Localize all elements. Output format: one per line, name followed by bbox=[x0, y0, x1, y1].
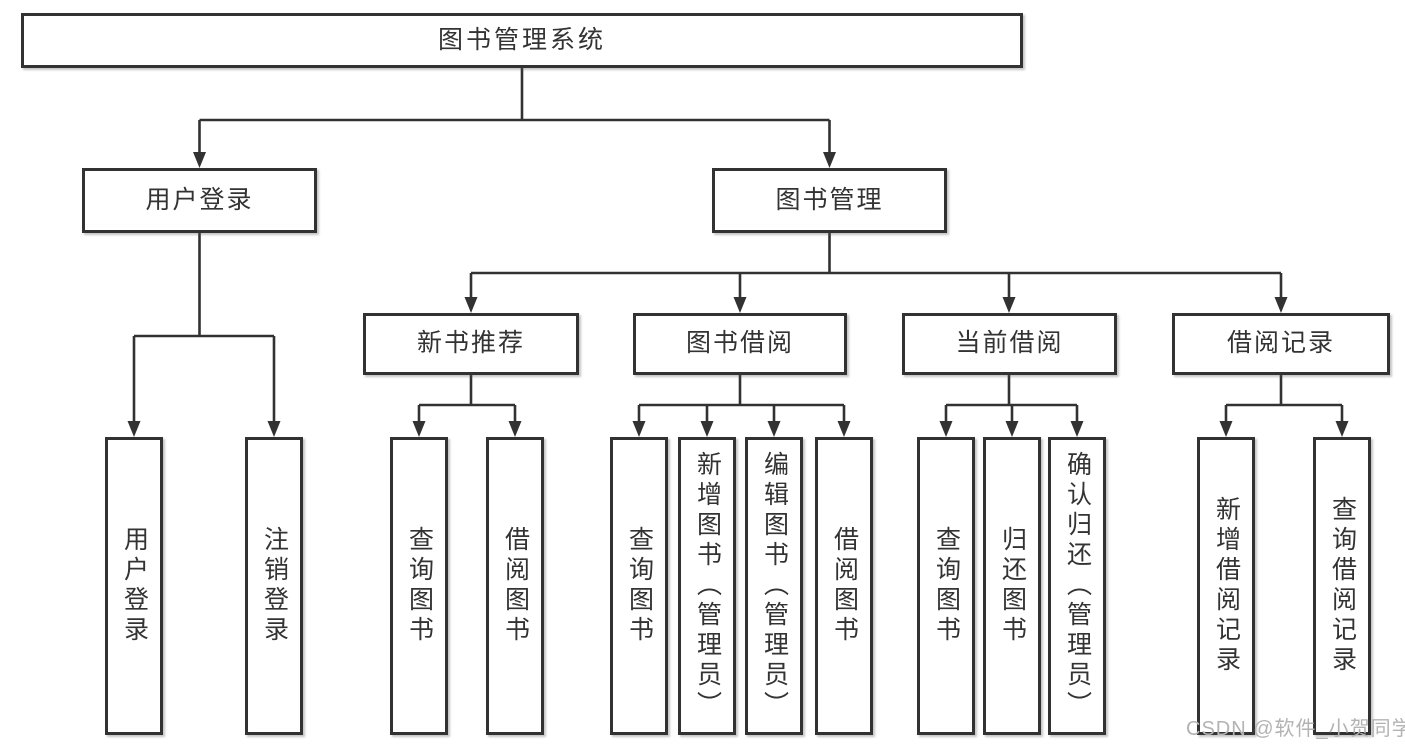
arrow-icon bbox=[193, 152, 206, 168]
leaf-borrow-books-1: 借阅图书 bbox=[486, 437, 544, 735]
leaf-return-books: 归还图书 bbox=[983, 437, 1041, 735]
leaf-query-books-1: 查询图书 bbox=[390, 437, 448, 735]
node-label: 查询图书 bbox=[625, 526, 654, 646]
arrow-icon bbox=[127, 421, 141, 437]
arrow-icon bbox=[1002, 297, 1016, 313]
node-label: 新书推荐 bbox=[416, 329, 525, 358]
arrow-icon bbox=[823, 152, 836, 168]
leaf-confirm-return-admin: 确认归还（管理员） bbox=[1048, 437, 1106, 735]
node-book-borrow: 图书借阅 bbox=[633, 313, 847, 375]
connector-lines bbox=[132, 68, 1344, 430]
node-root-system: 图书管理系统 bbox=[21, 13, 1023, 68]
node-label: 用户登录 bbox=[145, 185, 254, 214]
leaf-add-borrow-record: 新增借阅记录 bbox=[1197, 437, 1255, 735]
node-label: 借阅图书 bbox=[830, 526, 859, 646]
node-book-management: 图书管理 bbox=[712, 168, 947, 233]
node-label: 新增借阅记录 bbox=[1212, 496, 1241, 676]
arrow-icon bbox=[1219, 421, 1233, 437]
node-label: 图书借阅 bbox=[685, 329, 794, 358]
node-label: 编辑图书（管理员） bbox=[760, 451, 789, 721]
arrow-icon bbox=[1335, 421, 1349, 437]
arrow-icon bbox=[767, 421, 781, 437]
arrow-icon bbox=[700, 421, 714, 437]
node-borrow-record: 借阅记录 bbox=[1172, 313, 1390, 375]
csdn-watermark: CSDN @软件_小贺同学 bbox=[1186, 718, 1405, 740]
node-label: 查询图书 bbox=[405, 526, 434, 646]
arrow-icon bbox=[1005, 421, 1019, 437]
node-current-borrow: 当前借阅 bbox=[902, 313, 1117, 375]
node-label: 借阅图书 bbox=[501, 526, 530, 646]
leaf-logout: 注销登录 bbox=[245, 437, 303, 735]
node-label: 图书管理系统 bbox=[437, 25, 606, 54]
node-label: 借阅记录 bbox=[1226, 329, 1335, 358]
node-label: 用户登录 bbox=[120, 526, 149, 646]
arrow-icon bbox=[1070, 421, 1084, 437]
node-label: 图书管理 bbox=[775, 185, 884, 214]
node-label: 查询借阅记录 bbox=[1328, 496, 1357, 676]
arrow-icon bbox=[412, 421, 426, 437]
node-new-book-recommend: 新书推荐 bbox=[363, 313, 579, 375]
node-user-login: 用户登录 bbox=[82, 168, 317, 233]
leaf-edit-books-admin: 编辑图书（管理员） bbox=[745, 437, 803, 735]
leaf-user-login: 用户登录 bbox=[105, 437, 163, 735]
node-label: 确认归还（管理员） bbox=[1063, 451, 1092, 721]
leaf-query-books-2: 查询图书 bbox=[610, 437, 668, 735]
arrow-icon bbox=[508, 421, 522, 437]
node-label: 当前借阅 bbox=[955, 329, 1064, 358]
arrow-icon bbox=[632, 421, 646, 437]
leaf-borrow-books-2: 借阅图书 bbox=[815, 437, 873, 735]
arrow-icon bbox=[837, 421, 851, 437]
arrow-icon bbox=[464, 297, 478, 313]
arrow-icon bbox=[939, 421, 953, 437]
node-label: 查询图书 bbox=[932, 526, 961, 646]
node-label: 新增图书（管理员） bbox=[693, 451, 722, 721]
arrow-icon bbox=[733, 297, 747, 313]
node-label: 注销登录 bbox=[260, 526, 289, 646]
arrow-icon bbox=[267, 421, 281, 437]
arrow-icon bbox=[1274, 297, 1288, 313]
leaf-query-borrow-record: 查询借阅记录 bbox=[1313, 437, 1371, 735]
leaf-query-books-3: 查询图书 bbox=[917, 437, 975, 735]
leaf-add-books-admin: 新增图书（管理员） bbox=[678, 437, 736, 735]
node-label: 归还图书 bbox=[998, 526, 1027, 646]
